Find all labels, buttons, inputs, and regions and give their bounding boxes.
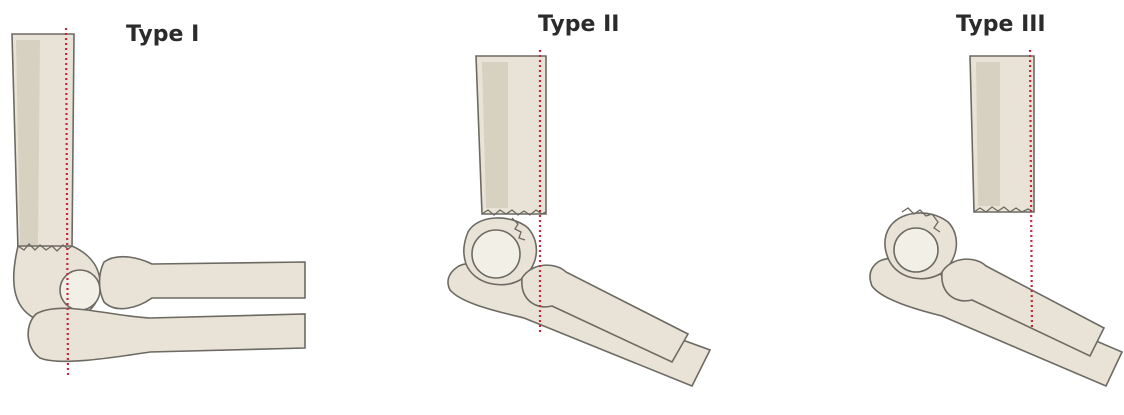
panel-title: Type III [956,12,1046,37]
panel-type-3: Type III [856,0,1124,415]
capitellum [472,230,520,278]
elbow-illustration-type-2 [420,0,720,415]
ulna [28,308,305,361]
capitellum [60,270,100,310]
panel-type-2: Type II [420,0,720,415]
panel-type-1: Type I [0,0,340,415]
panel-title: Type I [126,22,199,47]
elbow-illustration-type-1 [0,0,340,415]
capitellum [894,228,938,272]
elbow-illustration-type-3 [856,0,1124,415]
radius [100,257,306,309]
panel-title: Type II [538,12,619,37]
